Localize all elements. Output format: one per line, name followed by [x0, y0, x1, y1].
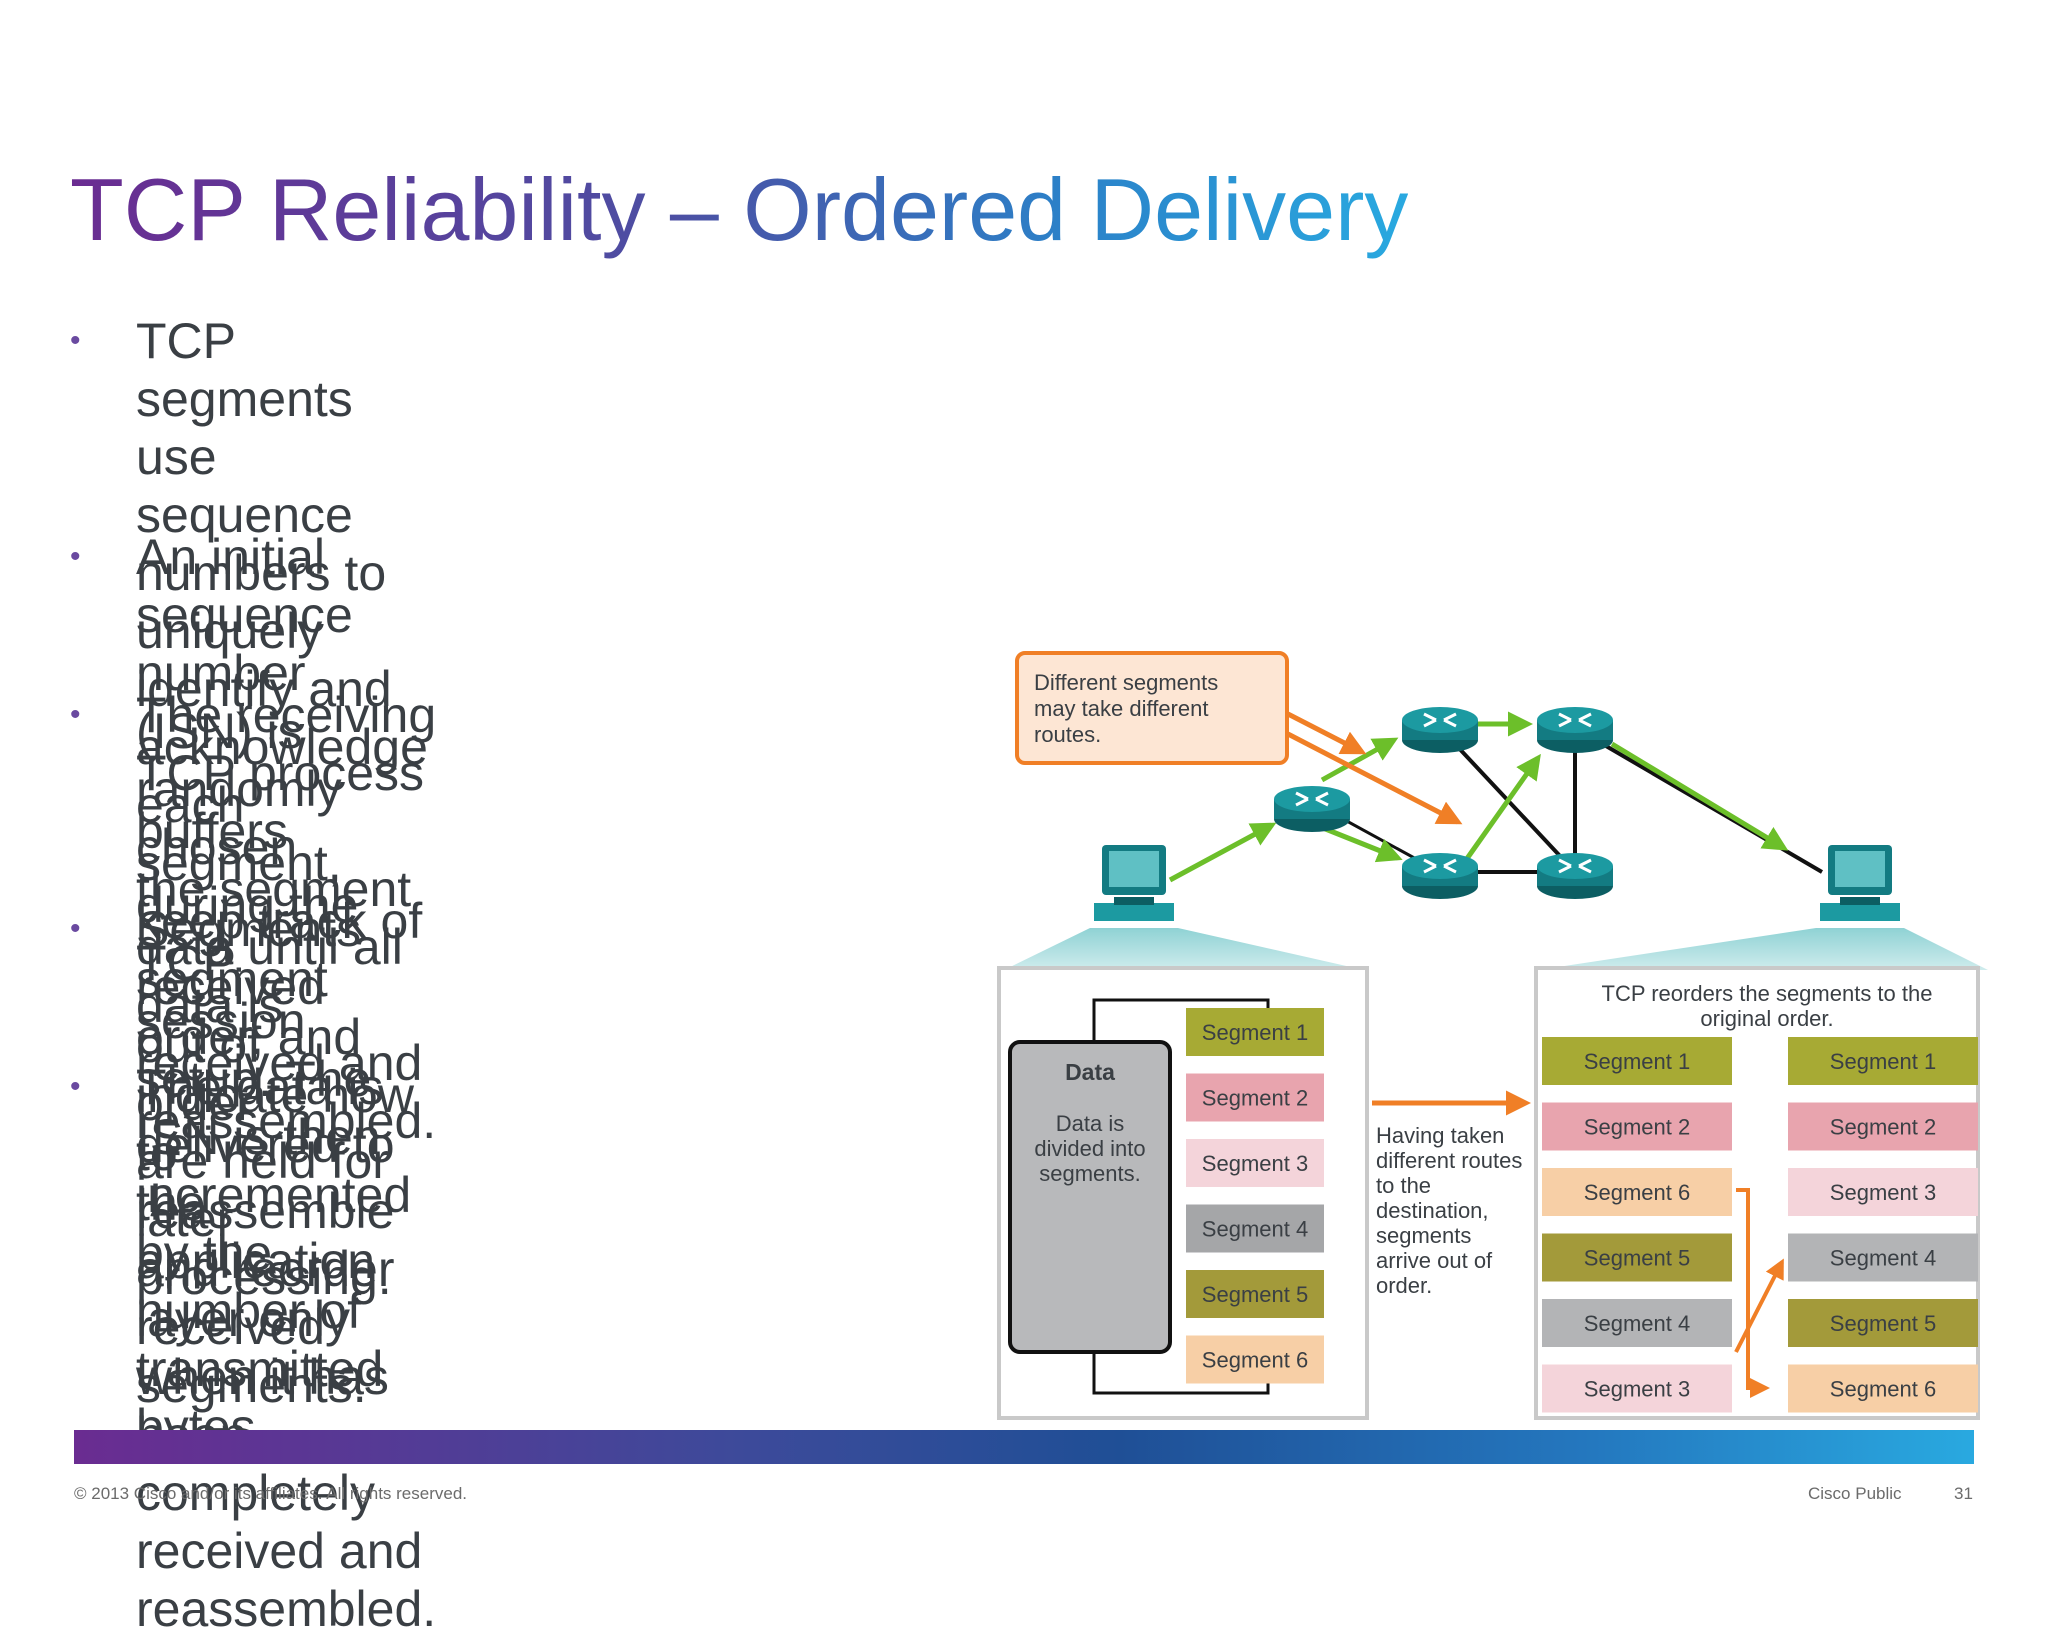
segment-label: Segment 3 [1830, 1180, 1936, 1205]
sent-segments-column: Segment 1 Segment 2 Segment 3 Segment 4 Segm… [1186, 1008, 1324, 1384]
segment-block [1542, 1233, 1732, 1282]
svg-text:Different segments: Different segments [1034, 670, 1218, 695]
router-icon [1402, 853, 1478, 899]
green-route-arrows [1168, 711, 1789, 883]
svg-text:Data: Data [1065, 1059, 1115, 1085]
segment-label: Segment 6 [1584, 1180, 1690, 1205]
footer-gradient-bar [74, 1430, 1974, 1464]
router-icon [1537, 707, 1613, 753]
footer-copyright: © 2013 Cisco and/or its affiliates. All … [74, 1484, 468, 1503]
svg-text:segments.: segments. [1039, 1161, 1141, 1186]
segment-block [1542, 1168, 1732, 1216]
svg-text:order.: order. [1376, 1273, 1432, 1298]
segment-block [1186, 1270, 1324, 1318]
ordered-segments-column: Segment 1 Segment 2 Segment 3 Segment 4 Segm… [1788, 1037, 1978, 1413]
svg-text:routes.: routes. [1034, 722, 1101, 747]
slide-title: TCP Reliability – Ordered Delivery [70, 160, 1409, 259]
svg-text:Having taken: Having taken [1376, 1123, 1504, 1148]
bullet-marker: • [70, 324, 81, 357]
receiver-beam [1538, 928, 1988, 970]
segment-block [1542, 1102, 1732, 1151]
footer-classification: Cisco Public [1808, 1484, 1902, 1503]
segment-block [1186, 1008, 1324, 1056]
segment-label: Segment 1 [1202, 1020, 1308, 1045]
sender-computer-icon [1094, 845, 1174, 921]
svg-text:original order.: original order. [1700, 1006, 1833, 1031]
bullet-text: The receiving TCP process buffers the se… [136, 687, 437, 1149]
footer-page-number: 31 [1954, 1484, 1973, 1503]
segment-label: Segment 5 [1830, 1311, 1936, 1336]
segment-label: Segment 1 [1584, 1049, 1690, 1074]
segment-label: Segment 5 [1584, 1246, 1690, 1271]
svg-text:segments: segments [1376, 1223, 1471, 1248]
svg-text:Data is: Data is [1056, 1111, 1124, 1136]
segment-label: Segment 3 [1202, 1151, 1308, 1176]
segment-label: Segment 4 [1202, 1217, 1308, 1242]
routes-callout: Different segments may take different ro… [1015, 651, 1289, 765]
out-of-order-note: Having taken different routes to the des… [1376, 1123, 1522, 1298]
svg-text:may take different: may take different [1034, 696, 1208, 721]
orange-callout-arrows [1286, 711, 1463, 825]
bullet-marker: • [70, 698, 81, 731]
segment-label: Segment 2 [1830, 1115, 1936, 1140]
router-icon [1537, 853, 1613, 899]
router-icon [1274, 786, 1350, 832]
segment-block [1186, 1073, 1324, 1122]
segment-block [1788, 1037, 1978, 1085]
svg-text:destination,: destination, [1376, 1198, 1489, 1223]
segment-label: Segment 2 [1202, 1086, 1308, 1111]
svg-text:different routes: different routes [1376, 1148, 1522, 1173]
segment-label: Segment 6 [1202, 1348, 1308, 1373]
router-icon [1402, 707, 1478, 753]
segment-block [1542, 1364, 1732, 1413]
segment-label: Segment 6 [1830, 1377, 1936, 1402]
bullet-text: An initial sequence number (ISN) is rand… [136, 529, 412, 1455]
segment-block [1542, 1299, 1732, 1347]
bullet-marker: • [70, 540, 81, 573]
segment-block [1788, 1364, 1978, 1413]
svg-text:divided into: divided into [1034, 1136, 1145, 1161]
received-segments-column: Segment 1 Segment 2 Segment 6 Segment 5 Segm… [1542, 1037, 1732, 1413]
segment-block [1788, 1102, 1978, 1151]
sender-beam [1004, 928, 1364, 970]
bullet-marker: • [70, 1070, 81, 1103]
bullet-text: The data is delivered to the application… [136, 1059, 437, 1637]
segment-label: Segment 2 [1584, 1115, 1690, 1140]
segment-label: Segment 3 [1584, 1377, 1690, 1402]
svg-text:TCP reorders the segments to t: TCP reorders the segments to the [1602, 981, 1933, 1006]
bullet-text: Segments received out of order are held … [136, 901, 392, 1305]
segment-block [1186, 1139, 1324, 1187]
segment-block [1788, 1233, 1978, 1282]
reorder-arrows [1734, 1188, 1784, 1398]
segment-block [1788, 1299, 1978, 1347]
segment-block [1186, 1204, 1324, 1253]
segment-block [1788, 1168, 1978, 1216]
segment-label: Segment 1 [1830, 1049, 1936, 1074]
segment-label: Segment 4 [1830, 1246, 1936, 1271]
segment-label: Segment 4 [1584, 1311, 1690, 1336]
bullet-marker: • [70, 912, 81, 945]
data-box [1008, 1040, 1172, 1354]
receiver-computer-icon [1820, 845, 1900, 921]
bullet-text: TCP segments use sequence numbers to uni… [136, 313, 428, 1413]
segment-block [1542, 1037, 1732, 1085]
tcp-ordering-diagram: Different segments may take different ro… [997, 651, 1988, 1420]
svg-text:to the: to the [1376, 1173, 1431, 1198]
svg-text:arrive out of: arrive out of [1376, 1248, 1493, 1273]
segment-label: Segment 5 [1202, 1282, 1308, 1307]
segment-block [1186, 1335, 1324, 1384]
